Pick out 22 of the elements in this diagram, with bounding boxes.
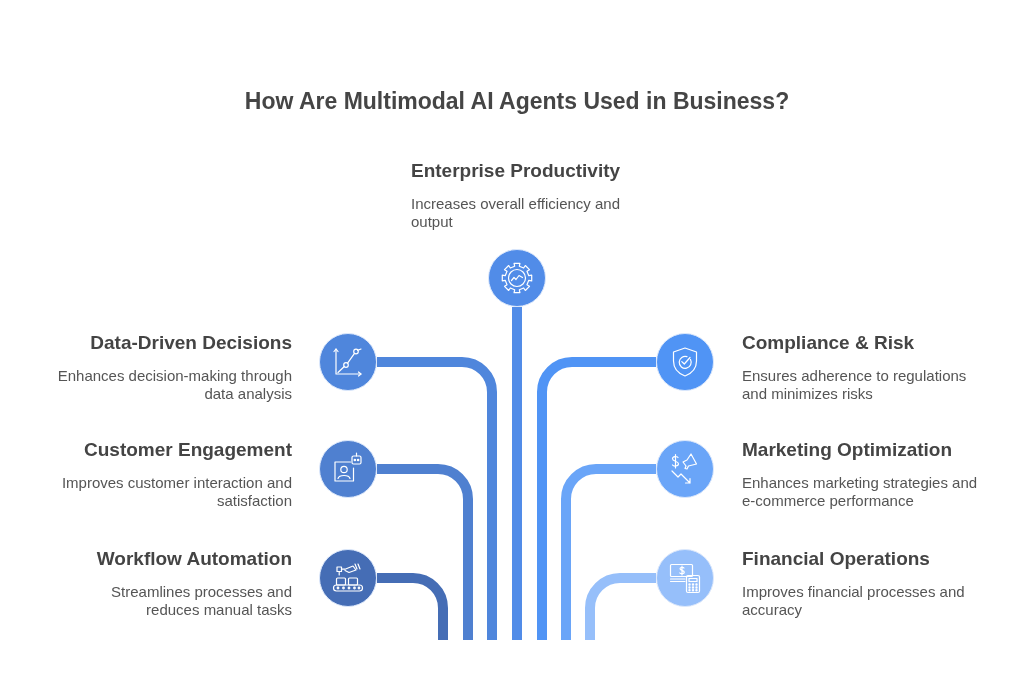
- heading: Workflow Automation: [96, 547, 292, 571]
- heading: Data-Driven Decisions: [90, 331, 292, 355]
- description: Enhances marketing strategies and e-commerce performance: [742, 474, 979, 510]
- heading: Compliance & Risk: [742, 331, 915, 355]
- description: Enhances decision-making through data analysis: [56, 367, 292, 403]
- description: Improves financial processes and accuracy: [742, 583, 966, 619]
- connector-line: [512, 307, 522, 640]
- heading: Enterprise Productivity: [411, 159, 621, 183]
- connector-line: [585, 573, 656, 640]
- heading: Marketing Optimization: [742, 438, 953, 462]
- description: Streamlines processes and reduces manual tasks: [110, 583, 292, 619]
- connector-line: [377, 357, 497, 640]
- heading: Financial Operations: [742, 547, 930, 571]
- connector-line: [537, 357, 656, 640]
- description: Ensures adherence to regulations and minimizes risks: [742, 367, 968, 403]
- title: How Are Multimodal AI Agents Used in Business?: [244, 87, 790, 116]
- connector-line: [377, 464, 473, 640]
- connector-line: [561, 464, 656, 640]
- description: Improves customer interaction and satisfaction: [60, 474, 292, 510]
- description: Increases overall efficiency and output: [411, 195, 621, 231]
- heading: Customer Engagement: [84, 438, 292, 462]
- connector-line: [377, 573, 448, 640]
